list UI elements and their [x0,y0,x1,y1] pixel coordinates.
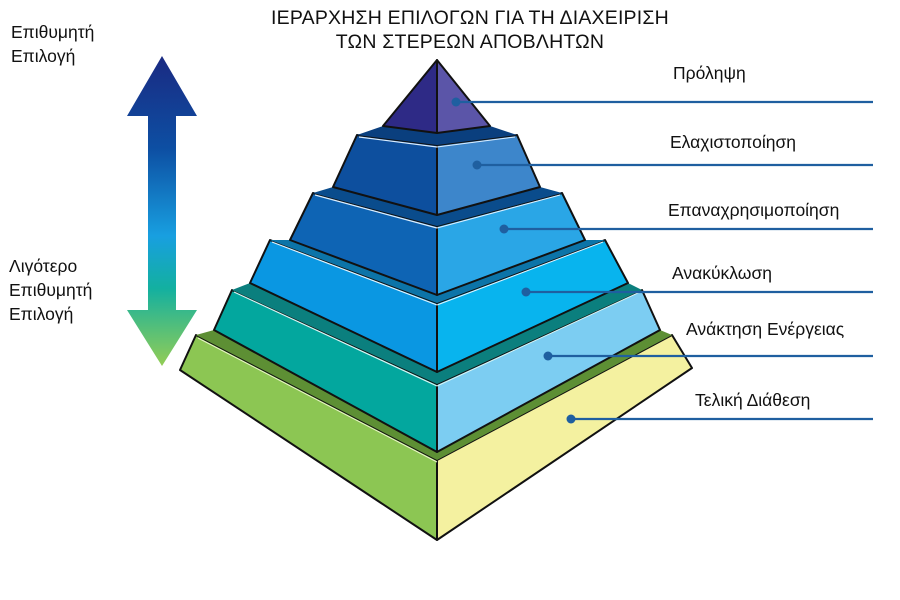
leader-line-reuse [499,224,873,234]
title-line-2: ΤΩΝ ΣΤΕΡΕΩΝ ΑΠΟΒΛΗΤΩΝ [335,31,605,53]
most-desirable-line-1: Επιθυμητή [11,22,95,42]
least-desirable-line-2: Επιθυμητή [9,280,93,300]
leader-line-energy-recovery [543,351,873,361]
title-line-1: ΙΕΡΑΡΧΗΣΗ ΕΠΙΛΟΓΩΝ ΓΙΑ ΤΗ ΔΙΑΧΕΙΡΙΣΗ [271,7,669,29]
tier-label-final-disposal: Τελική Διάθεση [695,390,811,410]
least-desirable-line-3: Επιλογή [9,304,74,324]
most-desirable-label: Επιθυμητή Επιλογή [11,20,94,68]
tier-reuse [289,187,586,296]
tier-recycling [249,239,629,373]
leader-line-recycling [521,287,873,297]
tier-label-energy-recovery: Ανάκτηση Ενέργειας [686,319,845,339]
tier-prevention [382,59,491,134]
leader-lines [451,97,873,424]
least-desirable-line-1: Λιγότερο [9,256,78,276]
tier-label-minimization: Ελαχιστοποίηση [670,132,797,152]
most-desirable-line-2: Επιλογή [11,46,76,66]
tier-minimization [332,126,541,216]
leader-line-prevention [451,97,873,107]
double-vertical-arrow-icon [127,56,197,366]
leader-line-minimization [472,160,873,170]
diagram-title: ΙΕΡΑΡΧΗΣΗ ΕΠΙΛΟΓΩΝ ΓΙΑ ΤΗ ΔΙΑΧΕΙΡΙΣΗ ΤΩΝ… [190,6,750,54]
tier-label-prevention: Πρόληψη [673,63,746,83]
leader-line-final-disposal [566,414,873,424]
tier-energy-recovery [213,283,661,453]
tier-label-recycling: Ανακύκλωση [672,263,772,283]
tier-final-disposal [179,330,693,541]
tier-label-reuse: Επαναχρησιμοποίηση [668,200,840,220]
least-desirable-label: Λιγότερο Επιθυμητή Επιλογή [9,254,92,326]
